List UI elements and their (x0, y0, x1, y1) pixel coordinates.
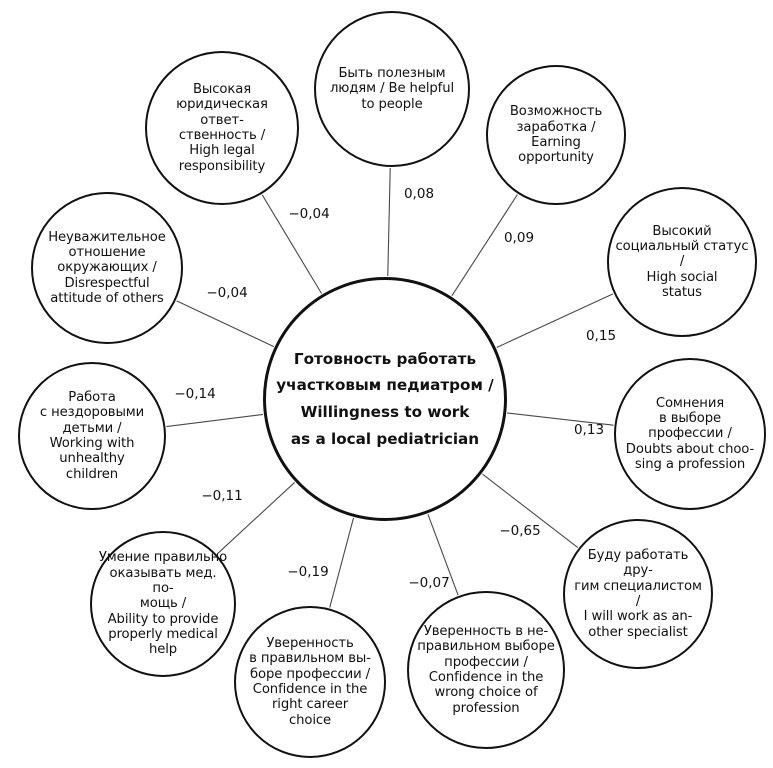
edge-value-confidence-wrong-choice: −0,07 (408, 575, 450, 591)
edge-value-high-social-status: 0,15 (585, 328, 617, 344)
node-label-earning-opportunity: Возможность заработка / Earning opportun… (509, 104, 603, 166)
edge-high-legal-responsibility (261, 194, 323, 294)
node-label-confidence-wrong-choice: Уверенность в не- правильном выборе проф… (417, 624, 555, 716)
edge-earning-opportunity (451, 194, 518, 297)
node-doubts-profession: Сомнения в выборе профессии / Doubts abo… (614, 358, 766, 510)
node-label-high-legal-responsibility: Высокая юридическая ответ- ственность / … (176, 82, 268, 174)
center-node: Готовность работать участковым педиатром… (263, 277, 507, 521)
edge-disrespectful-attitude (176, 300, 274, 348)
node-label-high-social-status: Высокий социальный статус / High social … (615, 223, 749, 300)
node-label-doubts-profession: Сомнения в выборе профессии / Doubts abo… (625, 395, 755, 472)
edge-confidence-wrong-choice (427, 514, 459, 596)
edge-ability-medical-help (216, 482, 296, 555)
node-confidence-right-choice: Уверенность в правильном вы- боре профес… (234, 606, 386, 758)
node-high-legal-responsibility: Высокая юридическая ответ- ственность / … (145, 51, 299, 205)
node-be-helpful: Быть полезным людям / Be helpful to peop… (314, 11, 470, 167)
edge-value-high-legal-responsibility: −0,04 (288, 206, 330, 222)
node-high-social-status: Высокий социальный статус / High social … (607, 187, 757, 337)
edge-be-helpful (387, 167, 391, 277)
node-unhealthy-children: Работа с нездоровыми детьми / Working wi… (18, 362, 166, 510)
node-label-another-specialist: Буду работать дру- гим специалистом / I … (574, 548, 702, 640)
edge-value-another-specialist: −0,65 (499, 523, 541, 539)
edge-value-ability-medical-help: −0,11 (201, 488, 243, 504)
edge-confidence-right-choice (329, 517, 355, 608)
node-another-specialist: Буду работать дру- гим специалистом / I … (563, 519, 713, 669)
node-earning-opportunity: Возможность заработка / Earning opportun… (486, 65, 626, 205)
node-label-disrespectful-attitude: Неуважительное отношение окружающих / Di… (48, 229, 166, 306)
center-node-label: Готовность работать участковым педиатром… (276, 349, 494, 448)
edge-value-disrespectful-attitude: −0,04 (206, 285, 248, 301)
edge-value-confidence-right-choice: −0,19 (287, 564, 329, 580)
node-ability-medical-help: Умение правильно оказывать мед. по- мощь… (90, 531, 236, 677)
edge-value-doubts-profession: 0,13 (573, 422, 605, 438)
node-label-ability-medical-help: Умение правильно оказывать мед. по- мощь… (98, 550, 228, 658)
edge-value-unhealthy-children: −0,14 (174, 386, 216, 402)
node-label-confidence-right-choice: Уверенность в правильном вы- боре профес… (249, 636, 371, 728)
edge-doubts-profession (507, 412, 614, 426)
node-label-be-helpful: Быть полезным людям / Be helpful to peop… (329, 66, 455, 112)
node-disrespectful-attitude: Неуважительное отношение окружающих / Di… (31, 192, 183, 344)
edge-high-social-status (496, 293, 614, 348)
edge-unhealthy-children (166, 413, 264, 428)
edge-value-earning-opportunity: 0,09 (503, 230, 535, 246)
edge-value-be-helpful: 0,08 (403, 186, 435, 202)
node-label-unhealthy-children: Работа с нездоровыми детьми / Working wi… (39, 390, 145, 482)
node-confidence-wrong-choice: Уверенность в не- правильном выборе проф… (407, 591, 565, 749)
edge-another-specialist (482, 473, 579, 549)
